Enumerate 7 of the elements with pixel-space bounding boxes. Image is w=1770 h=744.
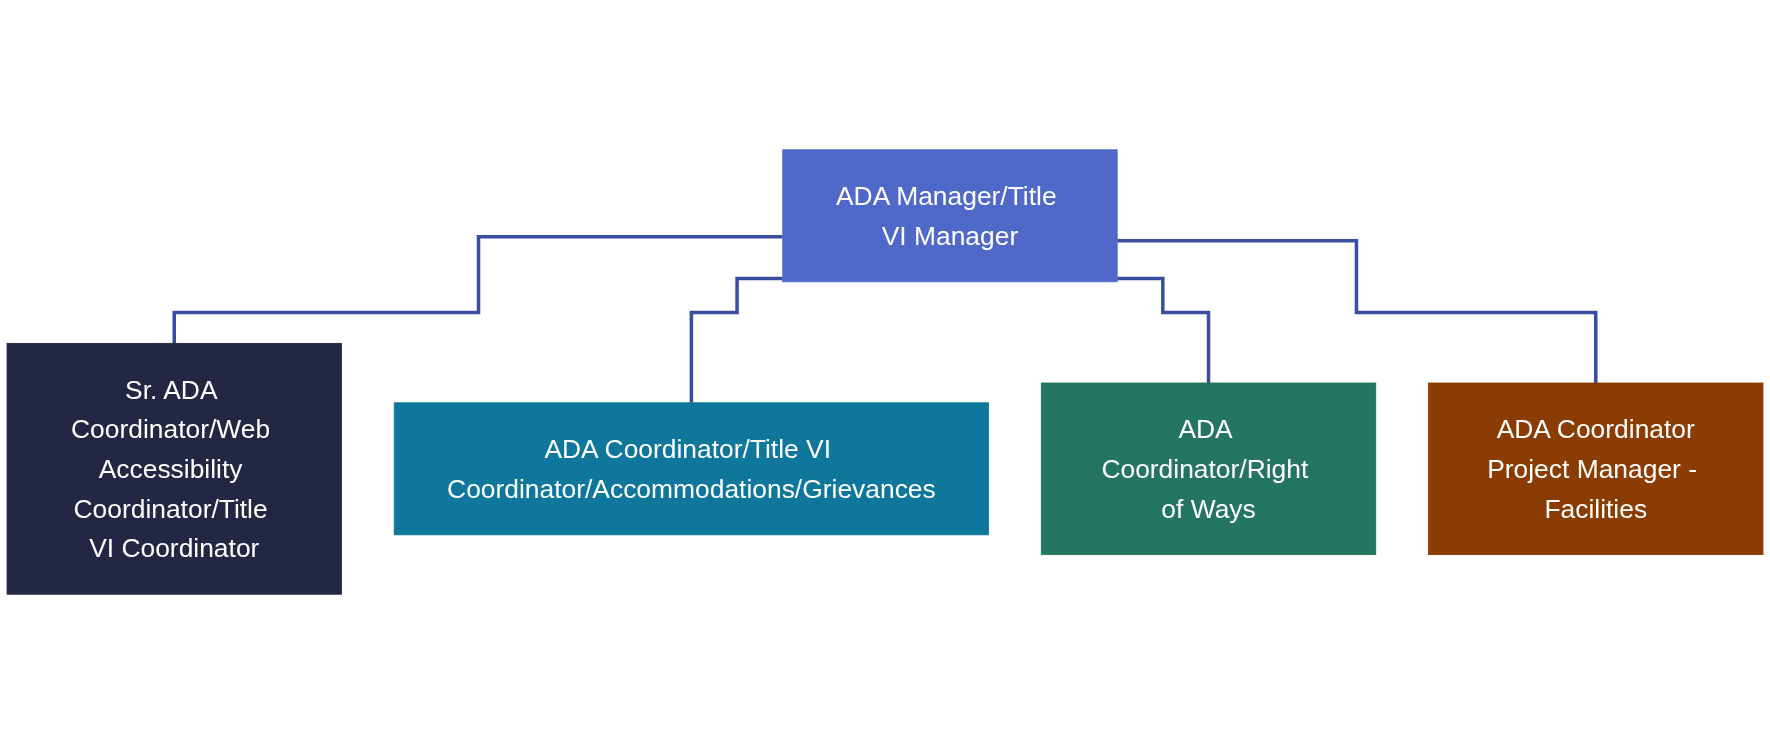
node-box: ADA Coordinator/Right of Ways (1040, 382, 1377, 556)
connector (1117, 276, 1211, 385)
node-box: ADA Manager/Title VI Manager (782, 149, 1118, 283)
node-box: ADA Coordinator/Title VI Coordinator/Accommodations/Grievances (393, 402, 989, 536)
node-box: Sr. ADA Coordinator/Web Accessibility Coordinator/Title VI Coordinator (6, 342, 342, 595)
node-box: ADA Coordinator Project Manager - Facilities (1428, 382, 1764, 556)
connector (1117, 239, 1598, 385)
